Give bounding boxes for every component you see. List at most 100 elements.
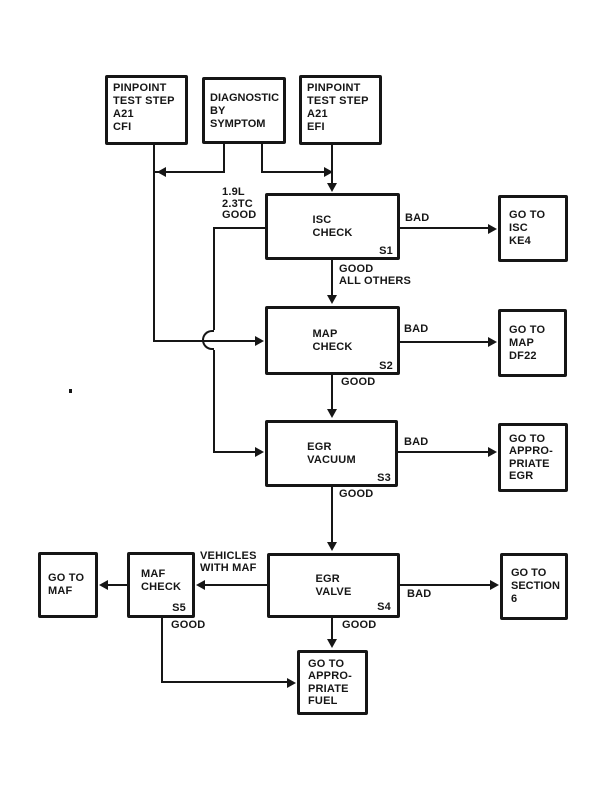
box-pinpoint-test-efi: PINPOINT TEST STEP A21 EFI bbox=[299, 75, 382, 145]
box-text-line: GO TO bbox=[511, 567, 547, 579]
box-text-line: PRIATE bbox=[509, 457, 550, 470]
box-text-line: TEST STEP bbox=[113, 95, 175, 107]
arrowhead-right-icon bbox=[488, 337, 497, 347]
connector-maf-good-to-fuel bbox=[161, 681, 288, 683]
connector-cfi-to-map bbox=[153, 340, 256, 342]
connector-isc-bad bbox=[400, 227, 490, 229]
box-text-line: PRIATE bbox=[308, 682, 349, 695]
connector-egr-valve-to-maf-check bbox=[204, 584, 267, 586]
box-text-line: EGR bbox=[509, 470, 534, 482]
box-text-line: APPRO- bbox=[509, 445, 553, 457]
box-text-line: DF22 bbox=[509, 349, 537, 362]
connector-isc-to-map bbox=[331, 260, 333, 296]
box-text-line: MAF bbox=[48, 585, 73, 597]
label-isc-left-condition: 1.9L 2.3TC GOOD bbox=[222, 186, 257, 221]
connector-egr-valve-to-fuel bbox=[331, 618, 333, 640]
box-text: ISC CHECK bbox=[312, 214, 352, 240]
connector-map-to-egr-vacuum bbox=[331, 375, 333, 410]
box-text-line: EGR bbox=[315, 572, 340, 585]
box-text-line: ISC bbox=[509, 222, 528, 234]
box-egr-vacuum: EGR VACUUM S3 bbox=[265, 420, 398, 487]
arrowhead-right-icon bbox=[488, 224, 497, 234]
connector-cfi-drop bbox=[153, 145, 155, 342]
connector-isc-good-drop-lower bbox=[213, 350, 215, 453]
label-egr-vacuum-good: GOOD bbox=[339, 488, 374, 500]
box-text-line: GO TO bbox=[48, 572, 85, 584]
box-text-line: VALVE bbox=[315, 585, 352, 598]
connector-isc-good-drop-upper bbox=[213, 227, 215, 330]
connector-into-egr-vacuum bbox=[213, 451, 257, 453]
box-goto-maf: GO TO MAF bbox=[38, 552, 98, 618]
box-text-line: GO TO bbox=[509, 432, 546, 445]
arrowhead-down-icon bbox=[327, 639, 337, 648]
arrowhead-down-icon bbox=[327, 409, 337, 418]
connector-egr-vacuum-to-egr-valve bbox=[331, 487, 333, 543]
arrowhead-right-icon bbox=[255, 447, 264, 457]
box-goto-map-df22: GO TO MAP DF22 bbox=[498, 309, 567, 377]
label-maf-good: GOOD bbox=[171, 619, 206, 631]
box-text-line: MAF bbox=[141, 568, 166, 580]
arrowhead-right-icon bbox=[490, 580, 499, 590]
box-text-line: ISC bbox=[312, 213, 332, 226]
box-goto-section-6: GO TO SECTION 6 bbox=[500, 553, 568, 620]
connector-map-bad bbox=[400, 341, 490, 343]
box-text-line: EFI bbox=[307, 121, 325, 133]
box-text-line: SECTION bbox=[511, 580, 560, 592]
box-isc-check: ISC CHECK S1 bbox=[265, 193, 400, 260]
box-text-line: DIAGNOSTIC bbox=[210, 92, 280, 104]
box-goto-appropriate-egr: GO TO APPRO- PRIATE EGR bbox=[498, 423, 568, 492]
connector-egr-valve-bad bbox=[400, 584, 492, 586]
step-tag-s4: S4 bbox=[377, 601, 391, 613]
label-egr-valve-good: GOOD bbox=[342, 619, 377, 631]
connector-isc-left-exit bbox=[214, 227, 265, 229]
box-text: MAP CHECK bbox=[312, 328, 352, 354]
arrowhead-down-icon bbox=[327, 183, 337, 192]
arrowhead-down-icon bbox=[327, 542, 337, 551]
box-pinpoint-test-cfi: PINPOINT TEST STEP A21 CFI bbox=[105, 75, 188, 145]
box-text: EGR VACUUM bbox=[307, 441, 356, 467]
label-egr-valve-bad: BAD bbox=[407, 588, 432, 600]
box-goto-isc-ke4: GO TO ISC KE4 bbox=[498, 195, 568, 262]
box-text-line: VACUUM bbox=[307, 453, 356, 466]
connector-diagnostic-left-drop bbox=[223, 143, 225, 173]
box-text-line: BY bbox=[210, 105, 226, 117]
box-text-line: CHECK bbox=[312, 226, 353, 239]
step-tag-s3: S3 bbox=[377, 472, 391, 484]
box-egr-valve: EGR VALVE S4 bbox=[267, 553, 400, 618]
box-text-line: PINPOINT bbox=[307, 82, 361, 94]
label-map-good: GOOD bbox=[341, 376, 376, 388]
label-vehicles-with-maf: VEHICLES WITH MAF bbox=[200, 550, 257, 574]
connector-maf-check-to-goto-maf bbox=[107, 584, 127, 586]
box-text-line: A21 bbox=[307, 108, 328, 120]
box-text-line: MAP bbox=[312, 327, 338, 340]
box-text-line: 6 bbox=[511, 593, 518, 605]
box-text-line: PINPOINT bbox=[113, 82, 167, 94]
step-tag-s2: S2 bbox=[379, 360, 393, 372]
connector-efi-drop bbox=[331, 145, 333, 185]
connector-diagnostic-to-efi bbox=[261, 171, 333, 173]
arrowhead-down-icon bbox=[327, 295, 337, 304]
box-text-line: GO TO bbox=[509, 323, 546, 336]
step-tag-s1: S1 bbox=[379, 245, 393, 257]
connector-diagnostic-to-cfi bbox=[155, 171, 225, 173]
box-text-line: MAP bbox=[509, 336, 535, 349]
box-diagnostic-by-symptom: DIAGNOSTIC BY SYMPTOM bbox=[202, 77, 286, 144]
arrowhead-left-icon bbox=[99, 580, 108, 590]
arrowhead-right-icon bbox=[255, 336, 264, 346]
box-text-line: CHECK bbox=[141, 581, 182, 593]
label-isc-bad: BAD bbox=[405, 212, 430, 224]
box-text-line: CHECK bbox=[312, 340, 353, 353]
arrowhead-right-icon bbox=[287, 678, 296, 688]
box-text-line: APPRO- bbox=[308, 670, 352, 682]
connector-egr-vacuum-bad bbox=[398, 451, 490, 453]
arrowhead-right-icon bbox=[324, 167, 333, 177]
scan-speck bbox=[69, 389, 72, 393]
connector-maf-good-drop bbox=[161, 618, 163, 683]
connector-diagnostic-right-drop bbox=[261, 143, 263, 173]
box-map-check: MAP CHECK S2 bbox=[265, 306, 400, 375]
box-text-line: GO TO bbox=[509, 209, 546, 221]
box-text-line: SYMPTOM bbox=[210, 118, 266, 130]
box-text-line: TEST STEP bbox=[307, 95, 369, 107]
box-text-line: GO TO bbox=[308, 657, 345, 670]
box-goto-appropriate-fuel: GO TO APPRO- PRIATE FUEL bbox=[297, 650, 368, 715]
